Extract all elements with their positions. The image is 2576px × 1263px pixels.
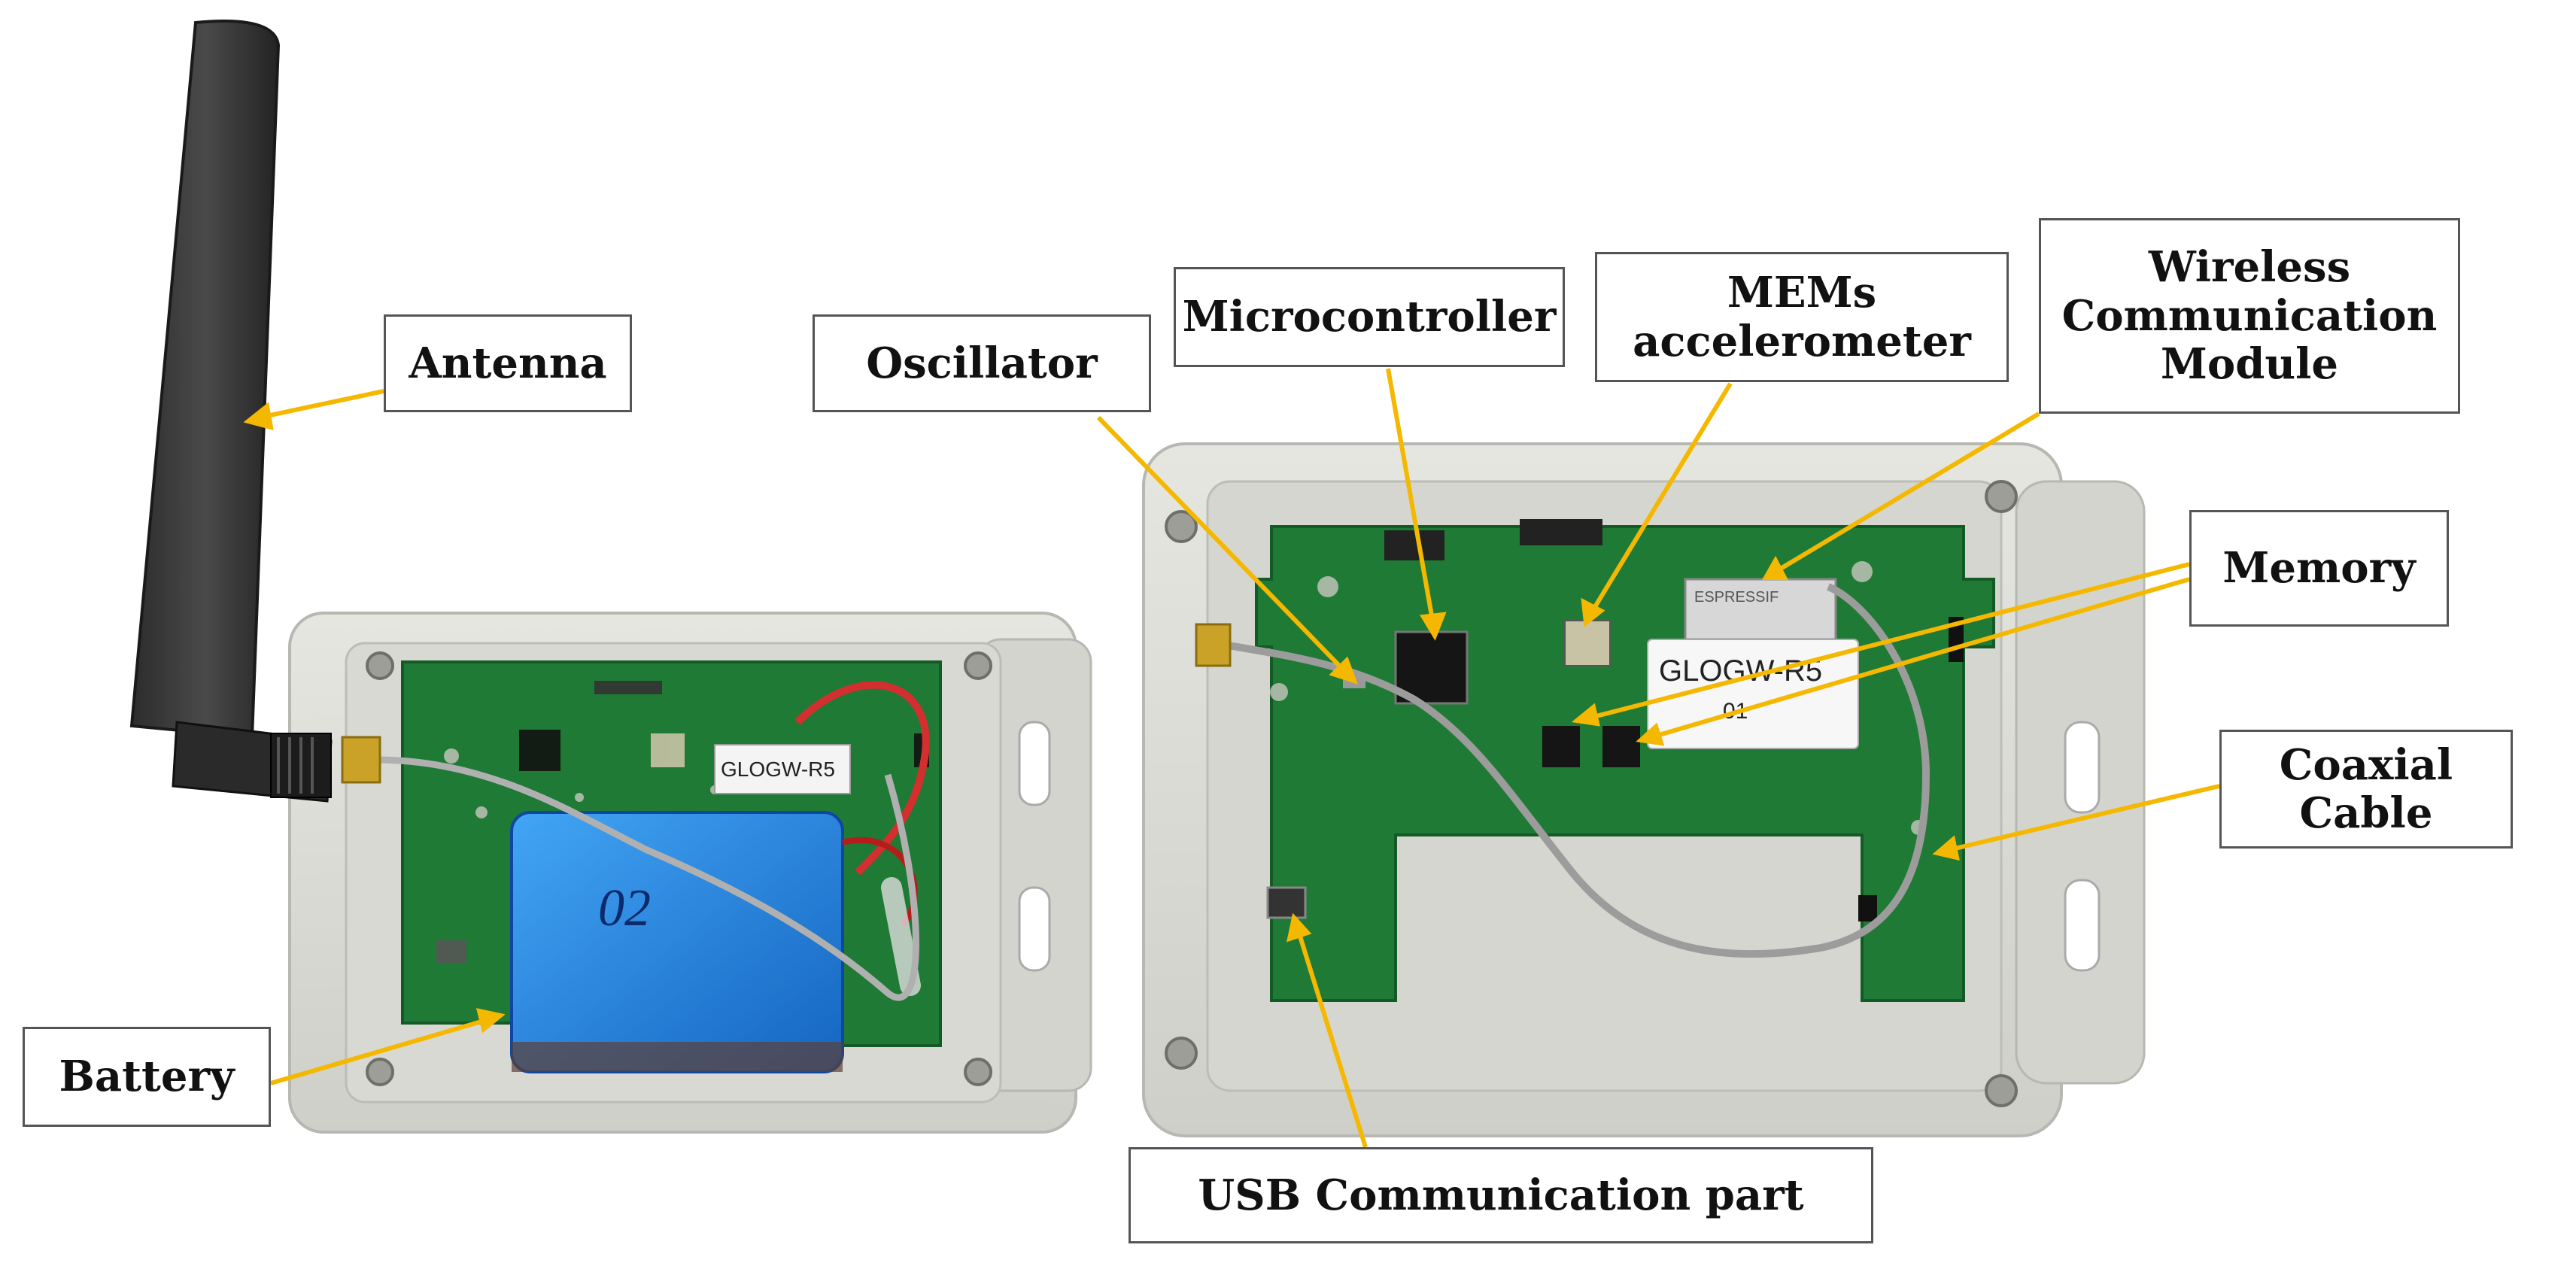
left-sticker-text: GLOGW-R5 (721, 757, 835, 781)
leader-lines (243, 368, 2220, 1148)
right-sticker-line1: GLOGW-R5 (1659, 654, 1822, 688)
battery-leader (270, 1008, 506, 1085)
coaxial-cable-label: Coaxial Cable (2219, 730, 2513, 849)
wireless-leader (1761, 411, 2040, 580)
oscillator-label: Oscillator (813, 314, 1151, 412)
mems-chip (1564, 620, 1611, 666)
coaxial-cable (1214, 583, 1930, 958)
memory-label: Memory (2189, 510, 2449, 627)
battery-label: Battery (23, 1027, 271, 1127)
left-device: GLOGW-R5 02 (129, 20, 1092, 1134)
left-sticker (714, 744, 851, 794)
antenna-rod (129, 20, 333, 803)
usb-leader (1286, 912, 1368, 1148)
memory-chip-1 (1542, 726, 1580, 767)
antenna-leader (243, 389, 384, 431)
module-brand-text: ESPRESSIF (1694, 589, 1779, 606)
microcontroller-chip (1394, 630, 1469, 705)
microcontroller-leader (1386, 368, 1447, 641)
memory-leader-2 (1636, 577, 2190, 746)
antenna-label: Antenna (384, 314, 632, 412)
usb-connector (1266, 886, 1307, 919)
memory-chip-2 (1602, 726, 1640, 767)
microcontroller-label: Microcontroller (1174, 267, 1565, 367)
wireless-communication-module-label: Wireless Communication Module (2039, 218, 2460, 414)
battery-pack (510, 811, 844, 1073)
wireless-module (1684, 578, 1837, 641)
oscillator-leader (1096, 415, 1358, 685)
mems-accelerometer-label: MEMs accelerometer (1595, 252, 2009, 382)
usb-communication-part-label: USB Communication part (1129, 1147, 1873, 1243)
right-device: ESPRESSIF GLOGW-R5 01 (1142, 442, 2146, 1137)
memory-leader-1 (1571, 562, 2190, 727)
coaxial-leader (1932, 784, 2220, 861)
mems-leader (1581, 382, 1733, 627)
battery-marking-text: 02 (598, 879, 651, 937)
